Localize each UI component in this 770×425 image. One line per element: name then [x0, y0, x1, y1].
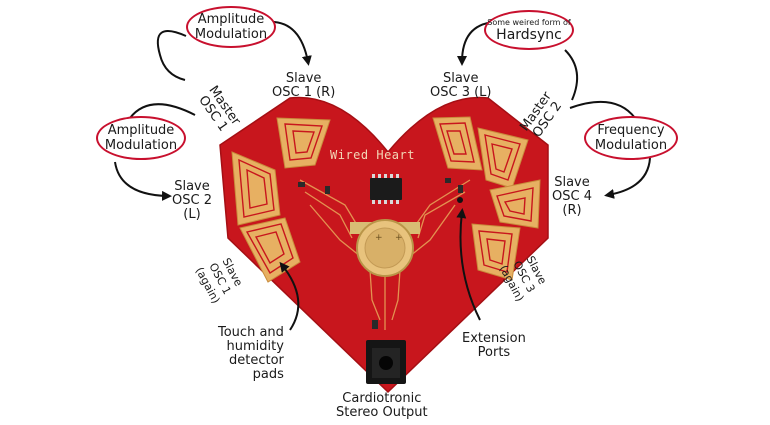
svg-text:+: + — [375, 233, 383, 243]
svg-text:+: + — [395, 233, 403, 243]
board-title: Wired Heart — [330, 148, 415, 162]
label-line: Cardiotronic — [342, 391, 422, 406]
label-touch-humidity-pads: Touch and humidity detector pads — [218, 326, 284, 382]
bubble-line: Some weired form of — [487, 17, 571, 27]
label-line: Ports — [477, 345, 511, 360]
label-line: OSC 1 (R) — [272, 85, 336, 100]
label-line: (L) — [183, 207, 201, 222]
label-slave-osc1-r: Slave OSC 1 (R) — [272, 72, 335, 100]
bubble-line: Modulation — [594, 138, 668, 153]
label-extension-ports: Extension Ports — [462, 332, 526, 360]
bubble-line: Amplitude — [107, 123, 175, 138]
label-line: (R) — [562, 203, 582, 218]
label-line: Extension — [462, 331, 526, 346]
touch-pad — [489, 179, 541, 229]
label-line: Touch and — [218, 325, 284, 340]
arrow-extension-ports — [456, 208, 481, 321]
touch-pad — [276, 117, 331, 169]
bubble-line: Hardsync — [496, 26, 562, 43]
bubble-line: Frequency — [597, 123, 665, 138]
arrow-hardsync-master — [564, 49, 579, 101]
amplitude-modulation-left-bubble: Amplitude Modulation — [96, 116, 186, 160]
frequency-modulation-bubble: Frequency Modulation — [584, 116, 678, 160]
label-line: OSC 2 — [172, 193, 212, 208]
hardsync-bubble: Some weired form of Hardsync — [484, 10, 574, 50]
arrow-fm-master — [569, 101, 636, 119]
coin-cell-holder: + + — [350, 219, 420, 277]
bubble-line: Modulation — [104, 138, 178, 153]
label-line: Slave — [442, 71, 479, 86]
label-line: humidity — [226, 339, 284, 354]
arrow-am-top — [156, 30, 187, 81]
label-slave-osc4-r: Slave OSC 4 (R) — [552, 176, 592, 218]
label-line: OSC 4 — [552, 189, 592, 204]
label-line: Stereo Output — [336, 405, 428, 420]
arrow-am-left-slave — [114, 161, 172, 201]
arrow-touch-pads — [279, 261, 300, 331]
bubble-line: Amplitude — [197, 12, 265, 27]
label-line: detector — [229, 353, 284, 368]
label-line: OSC 3 (L) — [430, 85, 492, 100]
touch-pad — [231, 151, 281, 226]
label-stereo-output: Cardiotronic Stereo Output — [336, 392, 428, 420]
bubble-line: Modulation — [194, 27, 268, 42]
label-line: pads — [252, 367, 284, 382]
label-line: Slave — [554, 175, 590, 190]
label-slave-osc2-l: Slave OSC 2 (L) — [172, 180, 212, 222]
arrow-fm-slave — [604, 157, 651, 199]
label-slave-osc3-l: Slave OSC 3 (L) — [430, 72, 491, 100]
label-line: Slave — [174, 179, 210, 194]
amplitude-modulation-top-bubble: Amplitude Modulation — [186, 6, 276, 48]
stereo-output-jack — [366, 340, 406, 384]
ic-chip — [370, 178, 402, 200]
touch-pad — [432, 116, 483, 171]
arrow-am-left-master — [129, 103, 196, 119]
label-line: Slave — [285, 71, 322, 86]
